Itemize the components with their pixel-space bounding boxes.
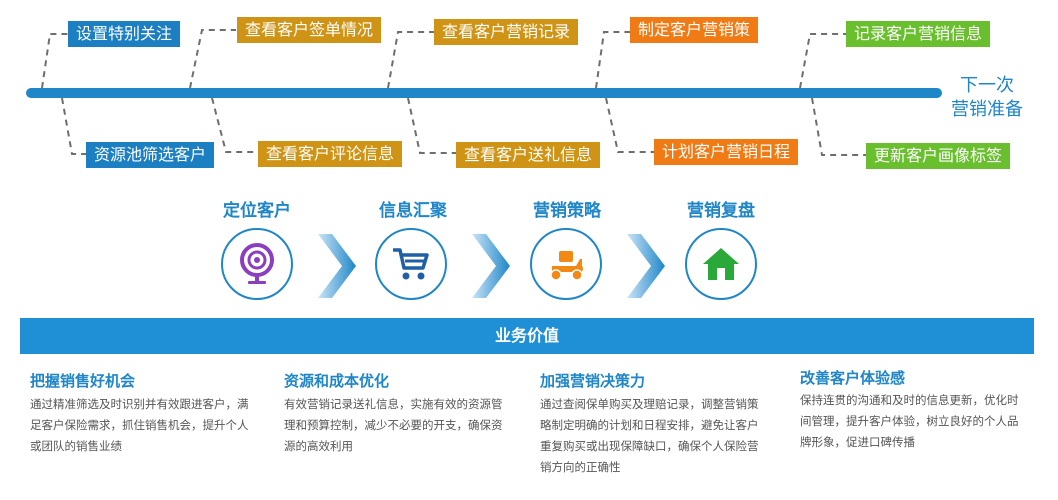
step-tag-check-marketing-records: 查看客户营销记录 <box>434 19 579 45</box>
step-tag-check-signing: 查看客户签单情况 <box>237 17 382 43</box>
stage-title-locate: 定位客户 <box>223 201 291 221</box>
value-line: 略制定明确的计划和日程安排，避免让客户 <box>540 418 759 432</box>
home-icon <box>703 248 739 280</box>
chevron-right-icon <box>472 234 510 298</box>
timeline-bar <box>26 88 942 98</box>
value-line: 重复购买或出现保障缺口，确保个人保险营 <box>540 439 759 453</box>
value-line: 通过精准筛选及时识别并有效跟进客户，满 <box>30 397 249 411</box>
value-line: 或团队的销售业绩 <box>30 439 122 453</box>
value-title-resources: 资源和成本优化 <box>284 372 390 390</box>
stage-title-gather: 信息汇聚 <box>379 201 447 221</box>
step-tag-pool-filter: 资源池筛选客户 <box>86 142 215 168</box>
next-round-label: 下一次 营销准备 <box>942 74 1032 122</box>
value-line: 有效营销记录送礼信息，实施有效的资源管 <box>284 397 503 411</box>
value-text-resources: 有效营销记录送礼信息，实施有效的资源管 理和预算控制，减少不必要的开支，确保资 … <box>284 394 512 457</box>
step-tag-plan-schedule: 计划客户营销日程 <box>654 139 799 165</box>
step-tag-check-comments: 查看客户评论信息 <box>258 141 403 167</box>
scooter-icon <box>550 251 583 281</box>
value-title-experience: 改善客户体验感 <box>800 369 906 387</box>
step-tag-record-marketing-info: 记录客户营销信息 <box>846 21 991 47</box>
chevron-right-icon <box>318 234 356 298</box>
value-line: 销方向的正确性 <box>540 460 621 474</box>
stage-circle-review <box>685 228 757 300</box>
value-line: 保持连贯的沟通和及时的信息更新，优化时 <box>800 393 1019 407</box>
value-title-sales: 把握销售好机会 <box>30 372 136 390</box>
stage-title-strategy: 营销策略 <box>533 201 601 221</box>
value-line: 牌形象，促进口碑传播 <box>800 435 915 449</box>
stage-circle-gather <box>375 228 447 300</box>
next-round-line-1: 下一次 <box>960 75 1014 96</box>
step-tag-make-strategy: 制定客户营销策 <box>630 17 759 43</box>
value-line: 理和预算控制，减少不必要的开支，确保资 <box>284 418 503 432</box>
value-line: 源的高效利用 <box>284 439 353 453</box>
stage-title-review: 营销复盘 <box>687 201 755 221</box>
business-value-banner: 业务价值 <box>20 318 1034 354</box>
chevron-right-icon <box>627 234 665 298</box>
cart-icon <box>393 248 429 280</box>
next-round-line-2: 营销准备 <box>951 99 1023 120</box>
timeline-connectors <box>41 29 866 156</box>
stage-circle-strategy <box>530 228 602 300</box>
target-icon <box>240 243 274 284</box>
value-line: 间管理，提升客户体验，树立良好的个人品 <box>800 414 1019 428</box>
step-tag-set-special-attention: 设置特别关注 <box>68 21 181 47</box>
value-line: 足客户保险需求，抓住销售机会，提升个人 <box>30 418 249 432</box>
stage-circle-locate <box>221 228 293 300</box>
step-tag-check-gifts: 查看客户送礼信息 <box>456 142 601 168</box>
value-text-sales: 通过精准筛选及时识别并有效跟进客户，满 足客户保险需求，抓住销售机会，提升个人 … <box>30 394 258 457</box>
value-text-decision: 通过查阅保单购买及理赔记录，调整营销策 略制定明确的计划和日程安排，避免让客户 … <box>540 394 768 478</box>
value-text-experience: 保持连贯的沟通和及时的信息更新，优化时 间管理，提升客户体验，树立良好的个人品 … <box>800 390 1028 453</box>
value-title-decision: 加强营销决策力 <box>540 372 646 390</box>
value-line: 通过查阅保单购买及理赔记录，调整营销策 <box>540 397 759 411</box>
step-tag-update-profile-tags: 更新客户画像标签 <box>866 143 1011 169</box>
